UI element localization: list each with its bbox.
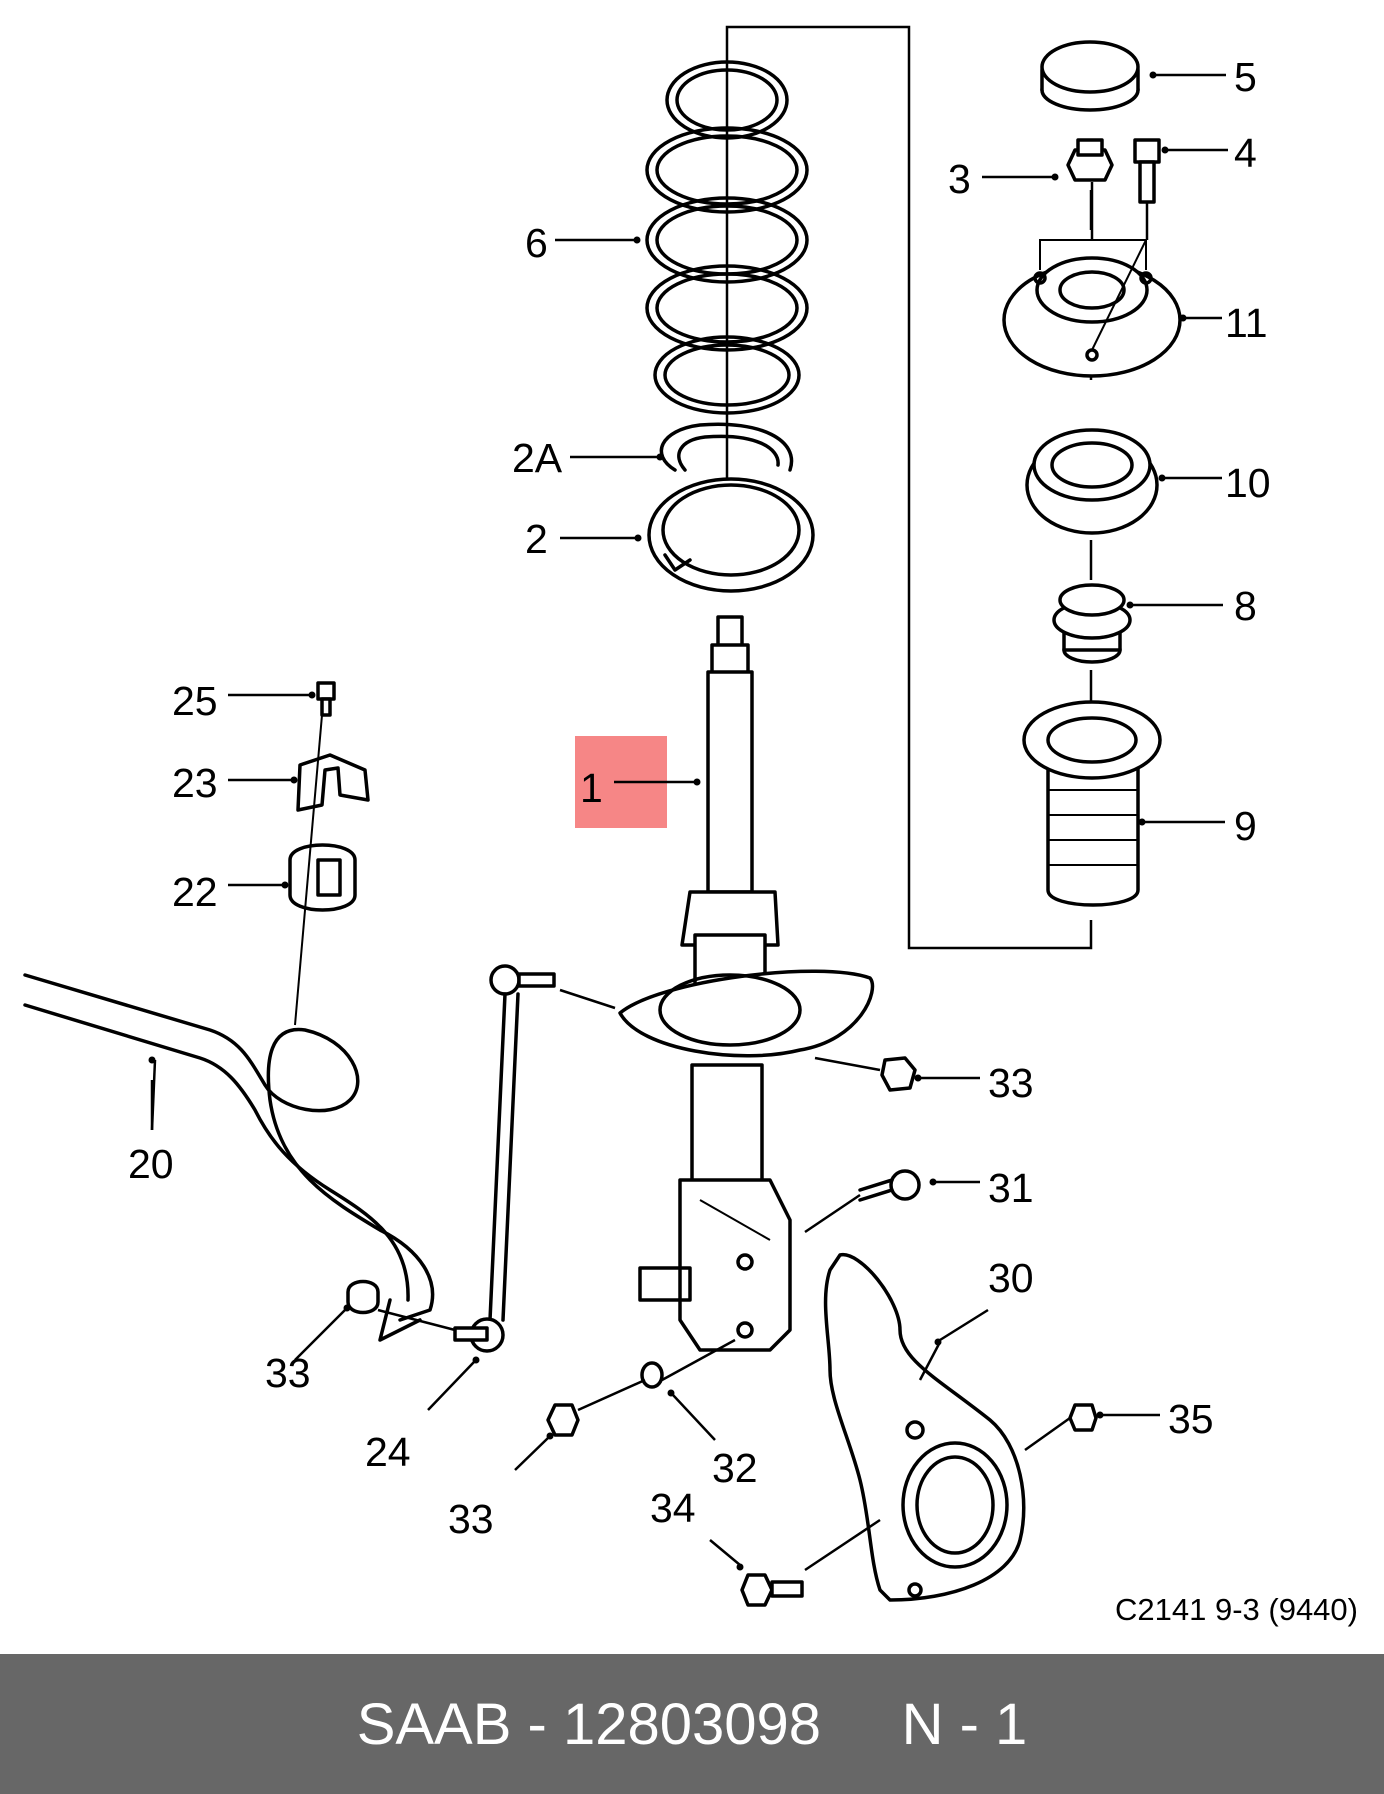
callout-label: 34 — [650, 1485, 696, 1531]
callout-label: 1 — [580, 765, 603, 811]
strut-bearing — [1025, 428, 1159, 535]
callout-label: 33 — [988, 1060, 1034, 1106]
knuckle-nut — [1068, 1403, 1098, 1432]
callout-label: 2A — [512, 435, 563, 481]
strut-assembly — [618, 615, 875, 1352]
callout-label: 3 — [948, 156, 971, 202]
callout-label: 5 — [1234, 54, 1257, 100]
callout-label: 22 — [172, 869, 218, 915]
knuckle-bolt — [740, 1573, 804, 1607]
stabilizer-bushing — [288, 843, 357, 912]
leader-lines — [148, 71, 1228, 1572]
nut-upper — [880, 1056, 917, 1092]
callout-label: 25 — [172, 678, 218, 724]
part-number: 12803098 — [562, 1691, 822, 1757]
spring-insulator-upper — [659, 422, 794, 472]
callout-label: 2 — [525, 516, 548, 562]
bump-stop — [1052, 583, 1132, 664]
callout-label: 31 — [988, 1165, 1034, 1211]
top-mount — [1002, 239, 1182, 378]
spring-seat — [647, 477, 815, 593]
dust-cap — [1040, 40, 1140, 112]
coil-spring — [645, 60, 809, 415]
callout-label: 8 — [1234, 583, 1257, 629]
callout-label: 6 — [525, 220, 548, 266]
strut-nut — [1066, 138, 1114, 182]
stabilizer-link — [453, 964, 556, 1353]
callout-label: 24 — [365, 1429, 411, 1475]
part-info-bar: SAAB - 12803098 N - 1 — [0, 1654, 1384, 1794]
callout-label: 30 — [988, 1255, 1034, 1301]
callout-label: 4 — [1234, 130, 1257, 176]
callout-label: 23 — [172, 760, 218, 806]
drawing-code: C2141 9-3 (9440) — [1115, 1592, 1358, 1627]
mount-bolt — [1133, 138, 1161, 204]
link-nut — [346, 1279, 380, 1315]
callout-label: 10 — [1225, 460, 1271, 506]
steering-knuckle — [823, 1253, 1026, 1602]
dust-boot — [1022, 700, 1162, 907]
strut-clamp-bolt — [858, 1169, 921, 1202]
spacer — [821, 1692, 902, 1757]
clamp-bolt — [316, 681, 336, 717]
bushing-clamp — [296, 753, 370, 812]
part-info-text: SAAB - 12803098 N - 1 — [357, 1691, 1028, 1758]
washer — [640, 1361, 664, 1389]
nut-lower — [546, 1403, 580, 1437]
suspension-exploded-diagram: 1 2 2A 3 4 5 6 8 9 10 11 20 22 23 24 25 … — [23, 25, 1358, 1627]
quantity: N - 1 — [901, 1691, 1028, 1757]
callout-label: 11 — [1225, 300, 1268, 346]
callout-label: 33 — [448, 1496, 494, 1542]
callout-label: 20 — [128, 1141, 174, 1187]
callout-label: 35 — [1168, 1396, 1214, 1442]
callout-label: 32 — [712, 1445, 758, 1491]
callout-label: 33 — [265, 1350, 311, 1396]
separator: - — [511, 1691, 563, 1757]
assembly-bracket — [725, 25, 1093, 950]
callout-label: 9 — [1234, 803, 1257, 849]
brand-name: SAAB — [356, 1691, 512, 1757]
